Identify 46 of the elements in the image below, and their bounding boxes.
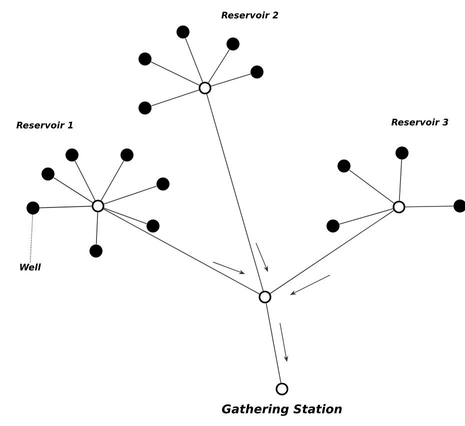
pipeline: [348, 170, 394, 204]
well-dot: [26, 202, 40, 214]
node-caption: Gathering Station: [222, 404, 342, 416]
well-dot: [226, 38, 240, 50]
pipeline: [100, 160, 124, 201]
well-dot: [66, 148, 78, 162]
well-dot: [326, 220, 340, 232]
pipeline: [104, 186, 158, 204]
well-dot: [146, 220, 160, 232]
pipeline: [266, 302, 282, 384]
well-dot: [120, 148, 134, 162]
reservoir-label: Reservoir 3: [391, 118, 448, 126]
leader-line: [30, 214, 34, 263]
pipeline: [208, 49, 230, 84]
pipeline: [150, 62, 200, 86]
junction-circle: [198, 82, 212, 94]
pipeline: [404, 206, 454, 208]
pipeline: [53, 177, 94, 204]
well-dot: [138, 52, 152, 66]
pipeline: [270, 210, 394, 294]
pipeline: [103, 208, 260, 294]
pipeline: [74, 160, 96, 201]
pipeline: [339, 208, 394, 225]
pipeline: [96, 212, 98, 245]
junction-circle: [92, 200, 104, 212]
pipeline: [185, 38, 204, 83]
reservoir-label: Reservoir 1: [16, 122, 73, 128]
well-dot: [396, 146, 408, 160]
well-dot: [176, 26, 190, 38]
pipeline: [150, 90, 200, 106]
junction-circle: [258, 290, 272, 304]
well-dot: [90, 244, 102, 258]
pipeline: [210, 74, 251, 87]
pipeline: [398, 159, 402, 202]
junction-circle: [276, 382, 288, 396]
pipeline: [104, 208, 148, 224]
reservoir-label: Reservoir 2: [221, 12, 278, 18]
node-label: Well: [20, 264, 41, 270]
well-dot: [338, 160, 350, 172]
pipeline: [39, 206, 92, 208]
pipeline: [206, 94, 264, 292]
well-dot: [156, 178, 170, 190]
well-dot: [138, 102, 152, 114]
junction-circle: [392, 200, 406, 214]
well-dot: [42, 168, 54, 180]
well-dot: [250, 66, 264, 78]
